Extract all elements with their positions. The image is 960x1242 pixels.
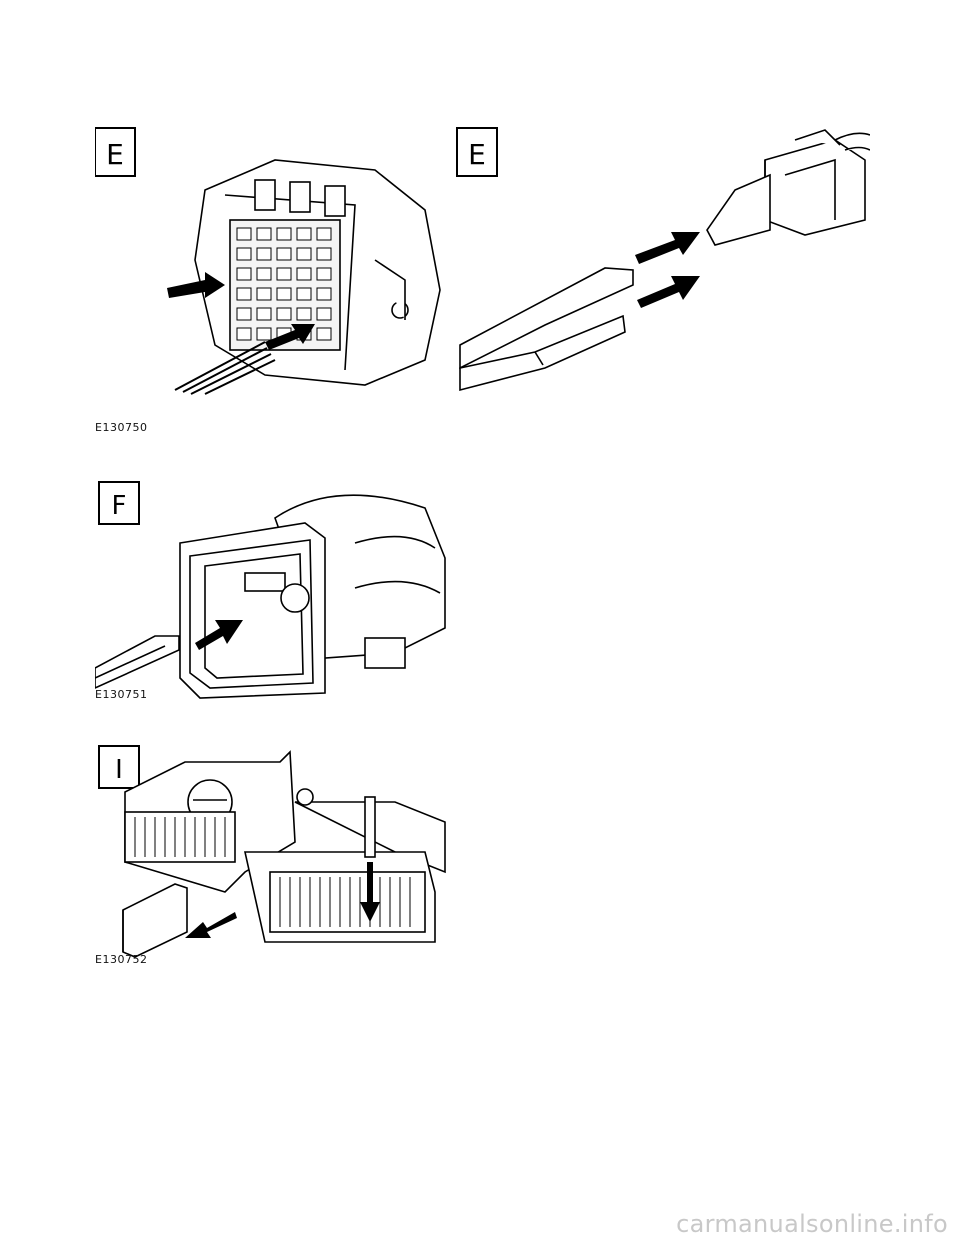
probe-tool-icon <box>364 796 376 858</box>
arrow-icon <box>185 912 237 938</box>
connector-icon <box>194 159 441 386</box>
figure-e130752-drawing: I <box>98 745 446 958</box>
arrow-icon <box>637 276 700 308</box>
connector-icon <box>124 750 446 943</box>
release-tool-icon <box>459 267 634 392</box>
panel-letter: F <box>112 491 127 521</box>
panel-letter-box <box>98 481 140 525</box>
panel-letter-box <box>95 127 136 177</box>
figure-e130750-drawing: E <box>95 127 870 395</box>
figure-e130750: E <box>95 120 870 396</box>
panel-e-left: E <box>95 127 441 395</box>
terminal-icon <box>706 129 870 246</box>
panel-letter: E <box>106 138 124 171</box>
figure-id-e130750: E130750 <box>95 421 148 434</box>
panel-letter-box <box>98 745 140 789</box>
arrow-icon <box>167 272 225 298</box>
watermark: carmanualsonline.info <box>676 1210 948 1238</box>
release-tool-icon <box>174 341 276 395</box>
figure-id-e130751: E130751 <box>95 688 148 701</box>
panel-letter-box <box>456 127 498 177</box>
arrow-icon <box>265 324 315 350</box>
panel-e-right: E <box>456 127 870 392</box>
panel-letter: I <box>115 755 123 785</box>
figure-id-e130752: E130752 <box>95 953 148 966</box>
lock-clip-icon <box>122 883 188 958</box>
panel-letter: E <box>468 138 486 171</box>
arrow-icon <box>360 862 380 922</box>
arrow-icon <box>195 620 243 650</box>
figure-e130751-drawing: F <box>95 481 446 699</box>
release-tool-icon <box>95 635 180 689</box>
figure-e130751: F <box>95 478 450 700</box>
figure-e130752: I <box>95 742 450 962</box>
connector-icon <box>179 494 446 699</box>
arrow-icon <box>635 232 700 264</box>
